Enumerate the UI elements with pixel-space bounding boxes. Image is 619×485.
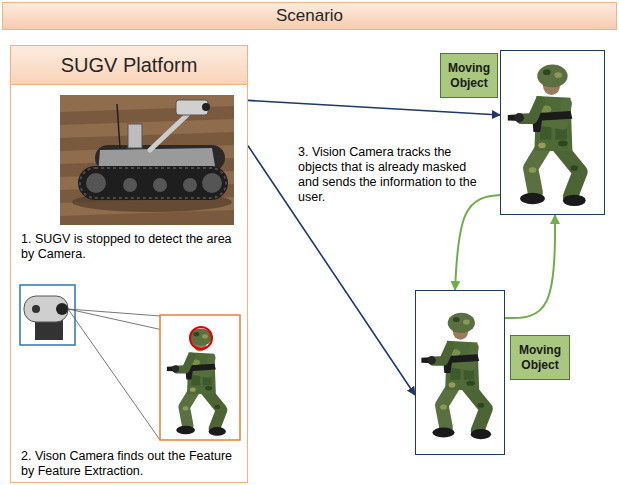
robot-photo [60, 95, 234, 225]
arrow-connector [455, 195, 500, 290]
object-frame: Moving Object [500, 50, 605, 215]
title-band: Scenario [2, 2, 617, 30]
object-tag: Moving Object [440, 53, 498, 98]
step-text: 3. Vision Camera tracks the objects that… [298, 145, 488, 205]
text-slot: Moving Object [440, 53, 498, 98]
arrow-connector [505, 215, 555, 318]
text-slot: 2. Vison Camera finds out the Feature by… [21, 449, 239, 479]
panel-heading: SUGV Platform [11, 46, 247, 85]
step-text: 2. Vison Camera finds out the Feature by… [21, 449, 239, 479]
object-tag: Moving Object [510, 335, 570, 380]
text-slot: 1. SUGV is stopped to detect the area by… [21, 232, 239, 262]
text-slot: 3. Vision Camera tracks the objects that… [298, 145, 488, 205]
platform-panel: SUGV Platform 1. SUGV is stopped to detec… [10, 45, 248, 483]
arrow-connector [248, 100, 500, 115]
title-slot: Scenario [2, 2, 617, 30]
text-slot: SUGV Platform [11, 46, 247, 85]
text-slot: Moving Object [510, 335, 570, 380]
camera-illustration [20, 285, 240, 440]
step-text: 1. SUGV is stopped to detect the area by… [21, 232, 239, 262]
soldier-figure [421, 65, 585, 440]
object-frame: Moving Object [415, 290, 505, 455]
